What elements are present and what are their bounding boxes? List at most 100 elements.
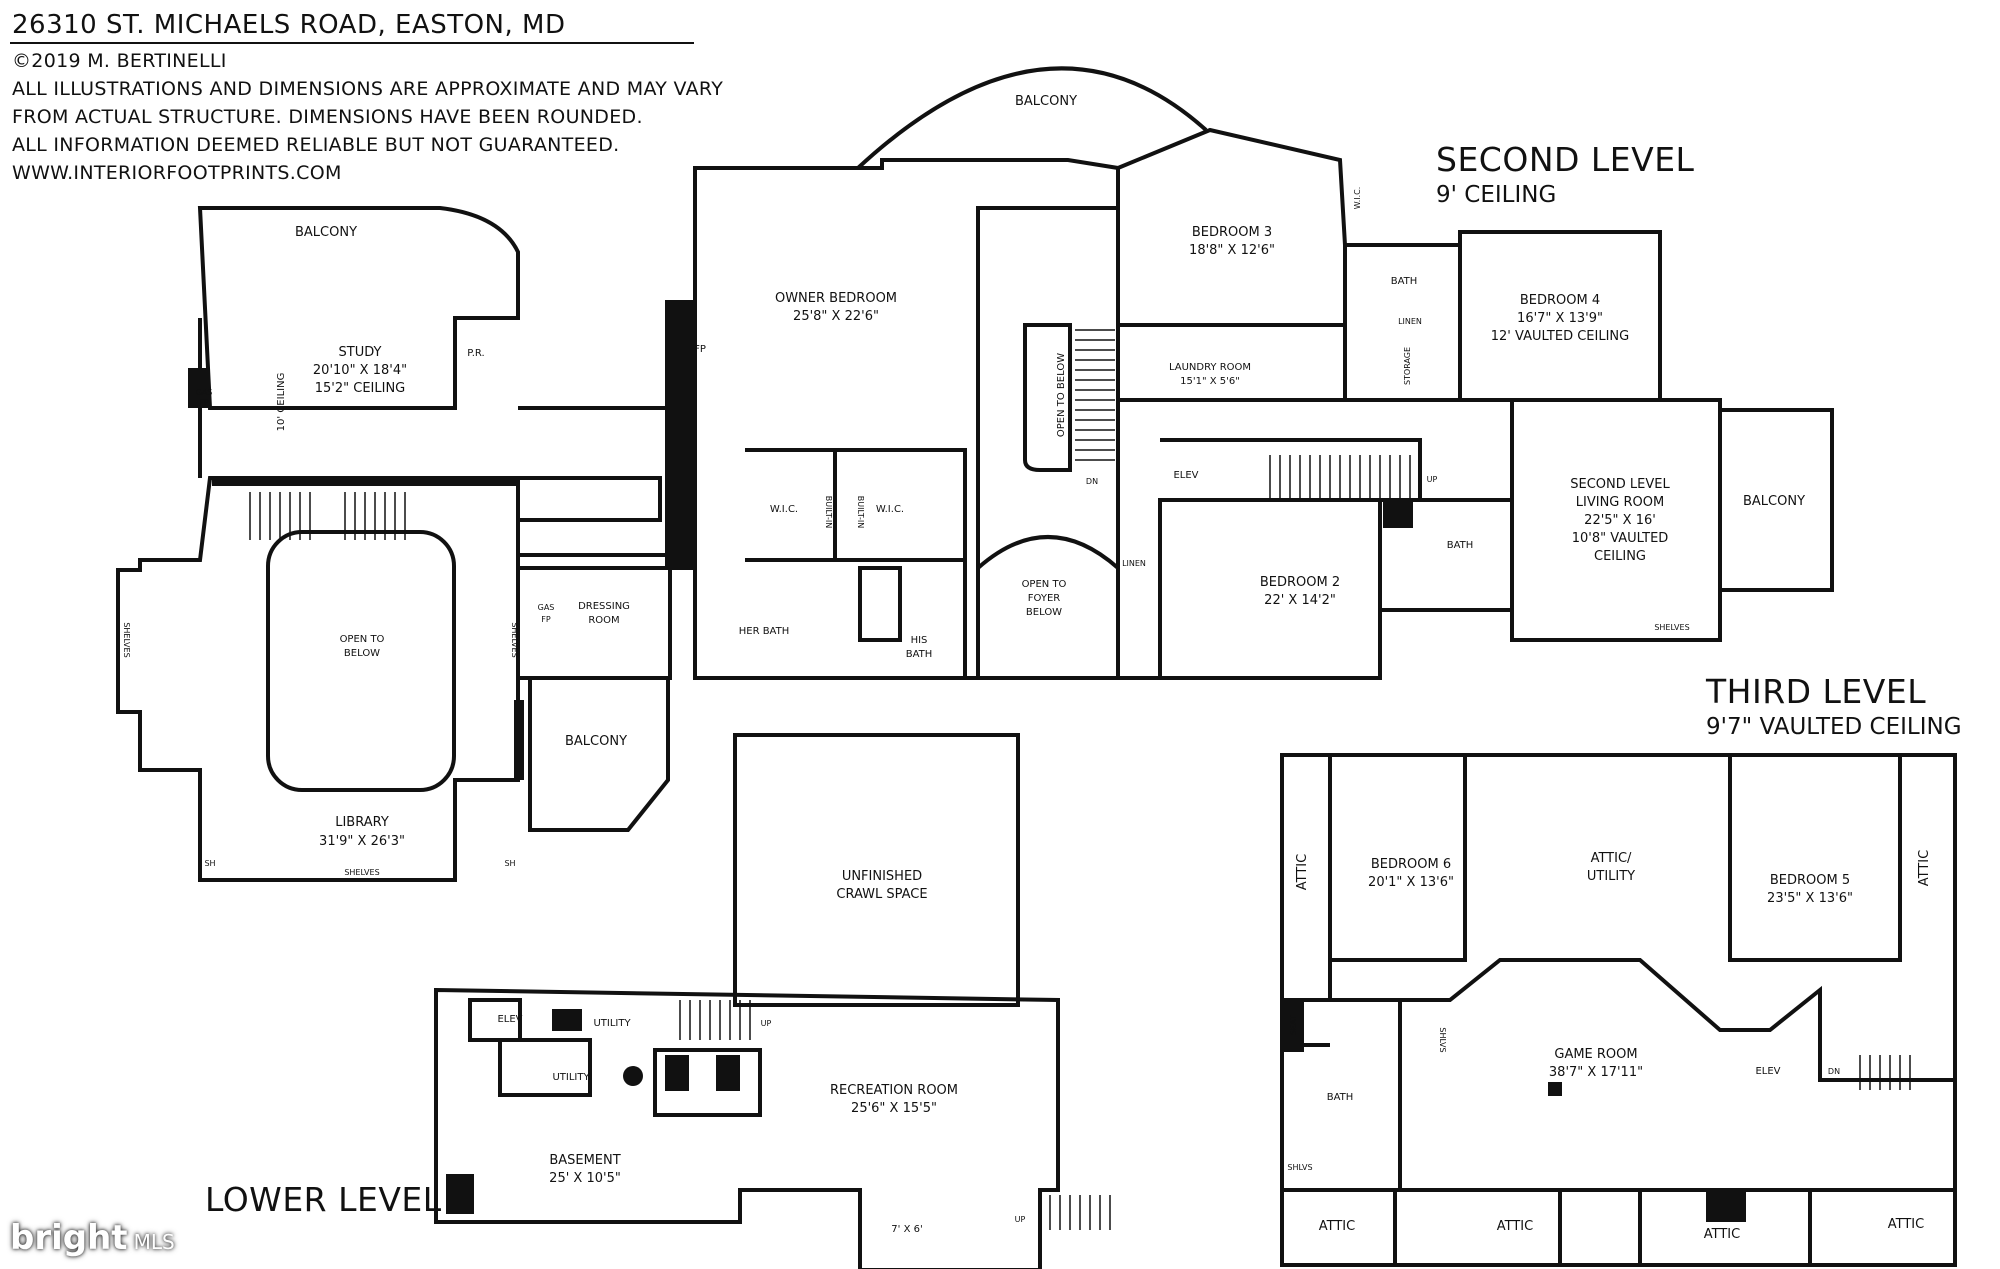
- living-shelves: SHELVES: [1654, 623, 1689, 632]
- library-dims: 31'9" X 26'3": [319, 834, 405, 849]
- shelves-right: SHELVES: [510, 622, 519, 657]
- bedroom3-dims: 18'8" X 12'6": [1189, 243, 1275, 258]
- crawl-space-1: UNFINISHED: [842, 869, 922, 884]
- utility-lower-2: UTILITY: [552, 1072, 590, 1083]
- watermark-suffix: MLS: [133, 1230, 175, 1254]
- gas-fp-2-label-1: GAS: [538, 603, 555, 612]
- shlvs-right: SHLVS: [1438, 1027, 1447, 1052]
- third-level-title: THIRD LEVEL: [1706, 672, 1927, 711]
- lower-level-walls: [434, 733, 1060, 1269]
- wic-right-label: W.I.C.: [876, 504, 904, 515]
- website-text: WWW.INTERIORFOOTPRINTS.COM: [12, 162, 342, 184]
- open-to-foyer-2: FOYER: [1028, 593, 1061, 604]
- storage-label: STORAGE: [1403, 347, 1412, 385]
- laundry-dims: 15'1" X 5'6": [1180, 376, 1240, 387]
- living-ceiling-2: CEILING: [1594, 549, 1646, 564]
- bath-bed2-label: BATH: [1447, 540, 1474, 551]
- lower-level-fixtures: [446, 1009, 740, 1214]
- basement-dims: 25' X 10'5": [549, 1171, 621, 1186]
- living-dims: 22'5" X 16': [1584, 513, 1656, 528]
- open-to-foyer-3: BELOW: [1026, 607, 1062, 618]
- living-name-2: LIVING ROOM: [1576, 495, 1664, 510]
- third-level-labels: ATTIC ATTIC BEDROOM 6 20'1" X 13'6" ATTI…: [1287, 850, 1932, 1242]
- shlvs-left: SHLVS: [1287, 1163, 1312, 1172]
- bedroom6-name: BEDROOM 6: [1371, 857, 1451, 872]
- disclaimer-line-2: FROM ACTUAL STRUCTURE. DIMENSIONS HAVE B…: [12, 106, 643, 128]
- dressing-room-2: ROOM: [588, 615, 619, 626]
- living-ceiling-1: 10'8" VAULTED: [1572, 531, 1669, 546]
- bedroom3-name: BEDROOM 3: [1192, 225, 1272, 240]
- linen-bed4-label: LINEN: [1398, 317, 1422, 326]
- third-level-ceiling: 9'7" VAULTED CEILING: [1706, 714, 1962, 740]
- balcony-living-label: BALCONY: [1743, 494, 1805, 509]
- ten-ceiling-label: 10' CEILING: [276, 373, 287, 432]
- bedroom5-dims: 23'5" X 13'6": [1767, 891, 1853, 906]
- attic-bottom-4: ATTIC: [1888, 1217, 1924, 1232]
- watermark-brand: bright: [10, 1218, 128, 1258]
- wic-small-label: W.I.C.: [1353, 187, 1362, 210]
- dn-third-label: DN: [1828, 1067, 1840, 1076]
- disclaimer-line-1: ALL ILLUSTRATIONS AND DIMENSIONS ARE APP…: [12, 78, 724, 100]
- title-underline: [10, 42, 694, 44]
- built-in-left: BUILT-IN: [824, 496, 833, 528]
- lower-level-labels: UNFINISHED CRAWL SPACE ELEV UTILITY UTIL…: [497, 869, 1025, 1235]
- bedroom4-ceiling: 12' VAULTED CEILING: [1491, 329, 1629, 344]
- balcony-top-label: BALCONY: [1015, 94, 1077, 109]
- bedroom4-dims: 16'7" X 13'9": [1517, 311, 1603, 326]
- library-shelves: SHELVES: [344, 868, 379, 877]
- second-level-title: SECOND LEVEL: [1436, 140, 1695, 179]
- third-level-walls: [1280, 753, 1957, 1267]
- utility-lower-1: UTILITY: [593, 1018, 631, 1029]
- study-ceiling: 15'2" CEILING: [315, 381, 406, 396]
- third-level-fixtures: [1282, 1000, 1746, 1222]
- attic-bottom-2: ATTIC: [1497, 1219, 1533, 1234]
- attic-utility-2: UTILITY: [1587, 869, 1635, 884]
- dressing-room-1: DRESSING: [578, 601, 630, 612]
- recreation-name: RECREATION ROOM: [830, 1083, 958, 1098]
- bedroom6-dims: 20'1" X 13'6": [1368, 875, 1454, 890]
- elev-second-label: ELEV: [1173, 470, 1198, 481]
- second-level-ceiling: 9' CEILING: [1436, 182, 1557, 208]
- up-lower-1: UP: [761, 1019, 772, 1028]
- fireplace-label: FP: [694, 344, 706, 355]
- owner-bedroom-dims: 25'8" X 22'6": [793, 309, 879, 324]
- his-bath-1: HIS: [911, 635, 928, 646]
- bedroom4-name: BEDROOM 4: [1520, 293, 1600, 308]
- balcony-study-label: BALCONY: [295, 225, 357, 240]
- elev-lower-label: ELEV: [497, 1014, 522, 1025]
- library-name: LIBRARY: [335, 815, 389, 830]
- gas-fp-label-1: GAS: [196, 388, 213, 397]
- sh-label-right: SH: [504, 859, 515, 868]
- bath-bed4-label: BATH: [1391, 276, 1418, 287]
- second-level-solid-walls: [188, 300, 1413, 780]
- basement-name: BASEMENT: [549, 1153, 620, 1168]
- laundry-name: LAUNDRY ROOM: [1169, 362, 1251, 373]
- linen-label-center: LINEN: [1122, 559, 1146, 568]
- his-bath-2: BATH: [906, 649, 933, 660]
- game-room-name: GAME ROOM: [1554, 1047, 1637, 1062]
- balcony-side-label: BALCONY: [565, 734, 627, 749]
- stairs: [249, 329, 1911, 1230]
- attic-bottom-3: ATTIC: [1704, 1227, 1740, 1242]
- attic-right: ATTIC: [1917, 850, 1932, 886]
- wic-left-label: W.I.C.: [770, 504, 798, 515]
- disclaimer-line-3: ALL INFORMATION DEEMED RELIABLE BUT NOT …: [12, 134, 620, 156]
- bedroom5-name: BEDROOM 5: [1770, 873, 1850, 888]
- her-bath-label: HER BATH: [739, 626, 790, 637]
- dn-label-center: DN: [1086, 477, 1098, 486]
- gas-fp-2-label-2: FP: [541, 615, 551, 624]
- crawl-space-2: CRAWL SPACE: [836, 887, 927, 902]
- open-to-below-1: OPEN TO: [340, 634, 385, 645]
- powder-room-label: P.R.: [467, 348, 484, 359]
- attic-bottom-1: ATTIC: [1319, 1219, 1355, 1234]
- seat-label: SEAT: [1289, 1015, 1298, 1035]
- bedroom2-dims: 22' X 14'2": [1264, 593, 1336, 608]
- bedroom2-name: BEDROOM 2: [1260, 575, 1340, 590]
- up-lower-2: UP: [1015, 1215, 1026, 1224]
- recreation-dims: 25'6" X 15'5": [851, 1101, 937, 1116]
- study-dims: 20'10" X 18'4": [313, 363, 407, 378]
- owner-bedroom-name: OWNER BEDROOM: [775, 291, 897, 306]
- living-name-1: SECOND LEVEL: [1570, 477, 1670, 492]
- second-level-walls: [116, 66, 1834, 882]
